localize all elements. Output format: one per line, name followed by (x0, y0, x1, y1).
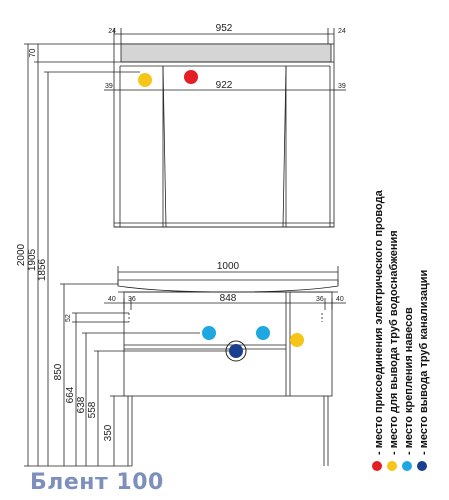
dim-height-850: 850 (53, 363, 64, 380)
legend-swatch-red (372, 461, 382, 471)
electric-connection-marker (184, 70, 198, 84)
dim-top-inner-width: 922 (216, 80, 233, 91)
product-title: Блент 100 (30, 470, 164, 495)
hanger-marker-right (256, 326, 270, 340)
bottom-cabinet-frame (123, 291, 333, 397)
dim-bottom-outer-width: 1000 (217, 261, 240, 272)
dim-small-offset: 52 (65, 314, 72, 322)
dim-height-558: 558 (87, 401, 98, 418)
legend-item-hangers: - место крепления навесов (403, 307, 415, 455)
dim-bottom-right-inner: 36 (316, 296, 324, 303)
dim-bottom-left: 40 (108, 296, 116, 303)
legend-swatch-yellow (387, 461, 397, 471)
dim-height-350: 350 (103, 424, 114, 441)
drain-marker-ring (225, 340, 247, 362)
sink-top (117, 279, 339, 293)
water-supply-marker-top (138, 73, 152, 87)
dim-top-inner-right: 39 (338, 83, 346, 90)
water-supply-marker-bottom (290, 333, 304, 347)
dim-bottom-inner-width: 848 (220, 293, 237, 304)
legend-item-water: - место для вывода труб водоснабжения (388, 230, 400, 455)
hanger-marker-left (202, 326, 216, 340)
dim-height-1905: 1905 (27, 248, 38, 271)
top-cabinet-frame (113, 43, 335, 228)
dim-height-664: 664 (65, 386, 76, 403)
top-light-strip (120, 43, 332, 63)
dim-height-70: 70 (28, 48, 37, 57)
drain-marker (229, 344, 243, 358)
dim-top-right-offset: 24 (338, 28, 346, 35)
dim-height-638: 638 (76, 396, 87, 413)
dim-height-total: 2000 (16, 243, 27, 266)
dim-top-left-offset: 24 (108, 28, 116, 35)
legend-item-electric: - место присоединения электрического про… (373, 189, 385, 455)
dim-top-inner-left: 39 (105, 83, 113, 90)
legend: - место присоединения электрического про… (372, 189, 430, 471)
dim-bottom-left-inner: 36 (128, 296, 136, 303)
dim-height-1856: 1856 (37, 258, 48, 281)
dim-bottom-right: 40 (336, 296, 344, 303)
legend-swatch-cyan (402, 461, 412, 471)
dim-top-outer-width: 952 (216, 23, 233, 34)
legend-item-drain: - место вывода труб канализации (418, 270, 430, 455)
legend-swatch-navy (417, 461, 427, 471)
